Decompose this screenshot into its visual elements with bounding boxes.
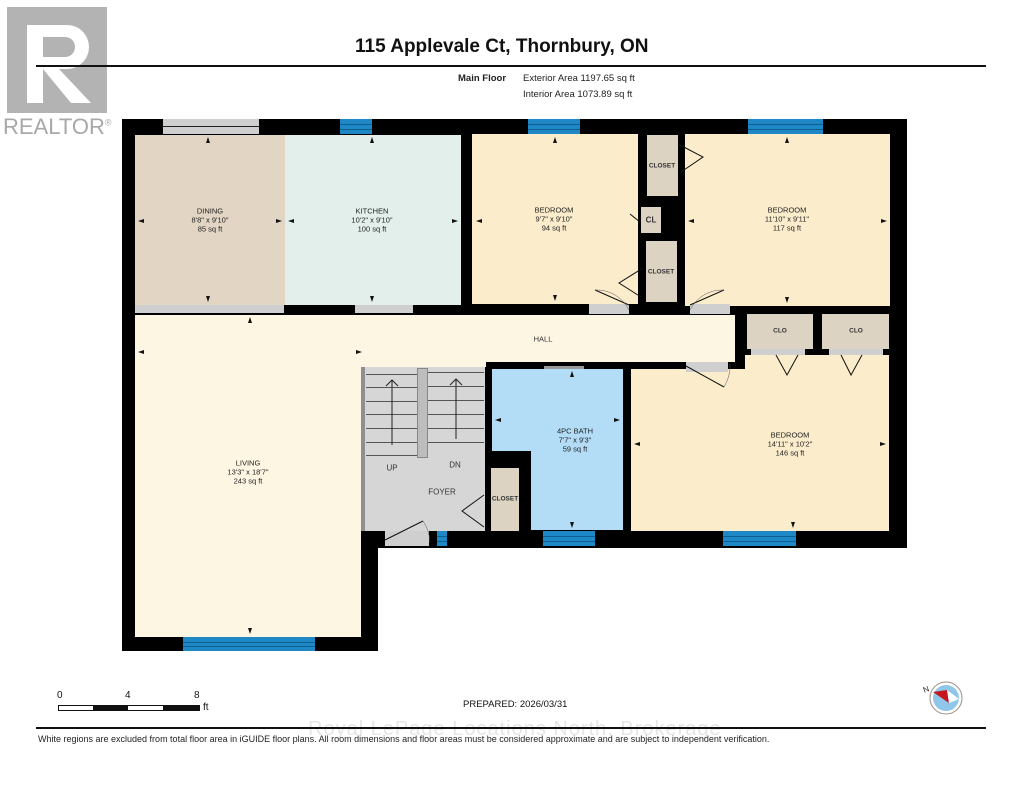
window	[183, 637, 315, 651]
clo-closet-2	[822, 314, 889, 349]
closet-door	[751, 349, 805, 355]
window	[528, 119, 580, 134]
scale-unit: ft	[203, 702, 209, 713]
prepared-date: PREPARED: 2026/03/31	[463, 699, 568, 710]
scale-bar	[58, 705, 200, 711]
stair-up-arrow-icon	[385, 379, 399, 445]
opening	[355, 305, 413, 313]
room-bedroom-3-top	[745, 355, 889, 371]
room-bath-lower	[531, 451, 623, 530]
window	[748, 119, 823, 134]
closet-cl	[641, 207, 661, 233]
room-living	[135, 315, 361, 637]
stair-divider	[417, 368, 428, 458]
closet-lower	[646, 241, 677, 302]
footer-divider	[36, 727, 986, 729]
scale-tick-4: 4	[125, 690, 131, 701]
realtor-logo-text: REALTOR®	[3, 114, 112, 139]
room-bedroom-3	[631, 369, 889, 531]
window	[340, 119, 372, 134]
closet-label: CLOSET	[648, 162, 676, 170]
scale-tick-0: 0	[57, 690, 63, 701]
door-opening	[686, 362, 728, 372]
closet-label: CLOSET	[491, 495, 519, 503]
bath-door	[544, 366, 584, 369]
opening	[135, 305, 284, 313]
window	[543, 531, 595, 546]
room-label-hall: HALL	[533, 334, 553, 344]
room-bedroom-2	[685, 134, 890, 306]
closet-upper	[647, 135, 678, 196]
room-dining	[135, 135, 285, 305]
clo-label-2: CLO	[849, 327, 863, 335]
door-opening	[690, 304, 730, 314]
living-hall-connector	[361, 315, 486, 367]
closet-door	[829, 349, 883, 355]
room-bath	[492, 369, 623, 451]
stair-up-label: UP	[386, 463, 398, 473]
stair-down-arrow-icon	[449, 378, 463, 439]
stair-down-label: DN	[449, 460, 461, 470]
room-label-foyer: FOYER	[428, 487, 456, 497]
page-title: 115 Applevale Ct, Thornbury, ON	[355, 36, 649, 57]
exterior-area: Exterior Area 1197.65 sq ft	[523, 73, 635, 84]
excluded-region	[378, 548, 918, 668]
realtor-logo-icon	[7, 7, 107, 113]
room-kitchen	[285, 135, 461, 305]
clo-closet-1	[747, 314, 813, 349]
window	[723, 531, 796, 546]
foyer-closet	[491, 468, 519, 531]
stair-rail	[361, 367, 365, 531]
window	[437, 531, 447, 546]
compass-icon: N	[922, 681, 963, 715]
scale-tick-8: 8	[194, 690, 200, 701]
header-divider	[36, 65, 986, 67]
closet-cl-label: CL	[645, 215, 657, 225]
door-opening	[589, 304, 629, 314]
closet-label: CLOSET	[647, 268, 675, 276]
disclaimer: White regions are excluded from total fl…	[38, 734, 770, 744]
floor-name: Main Floor	[458, 73, 507, 84]
brokerage-watermark: Royal LePage Locations North, Brokerage	[308, 718, 722, 740]
svg-text:N: N	[922, 684, 931, 695]
interior-area: Interior Area 1073.89 sq ft	[523, 89, 633, 100]
clo-label-1: CLO	[773, 327, 787, 335]
room-bedroom-1	[472, 134, 638, 304]
